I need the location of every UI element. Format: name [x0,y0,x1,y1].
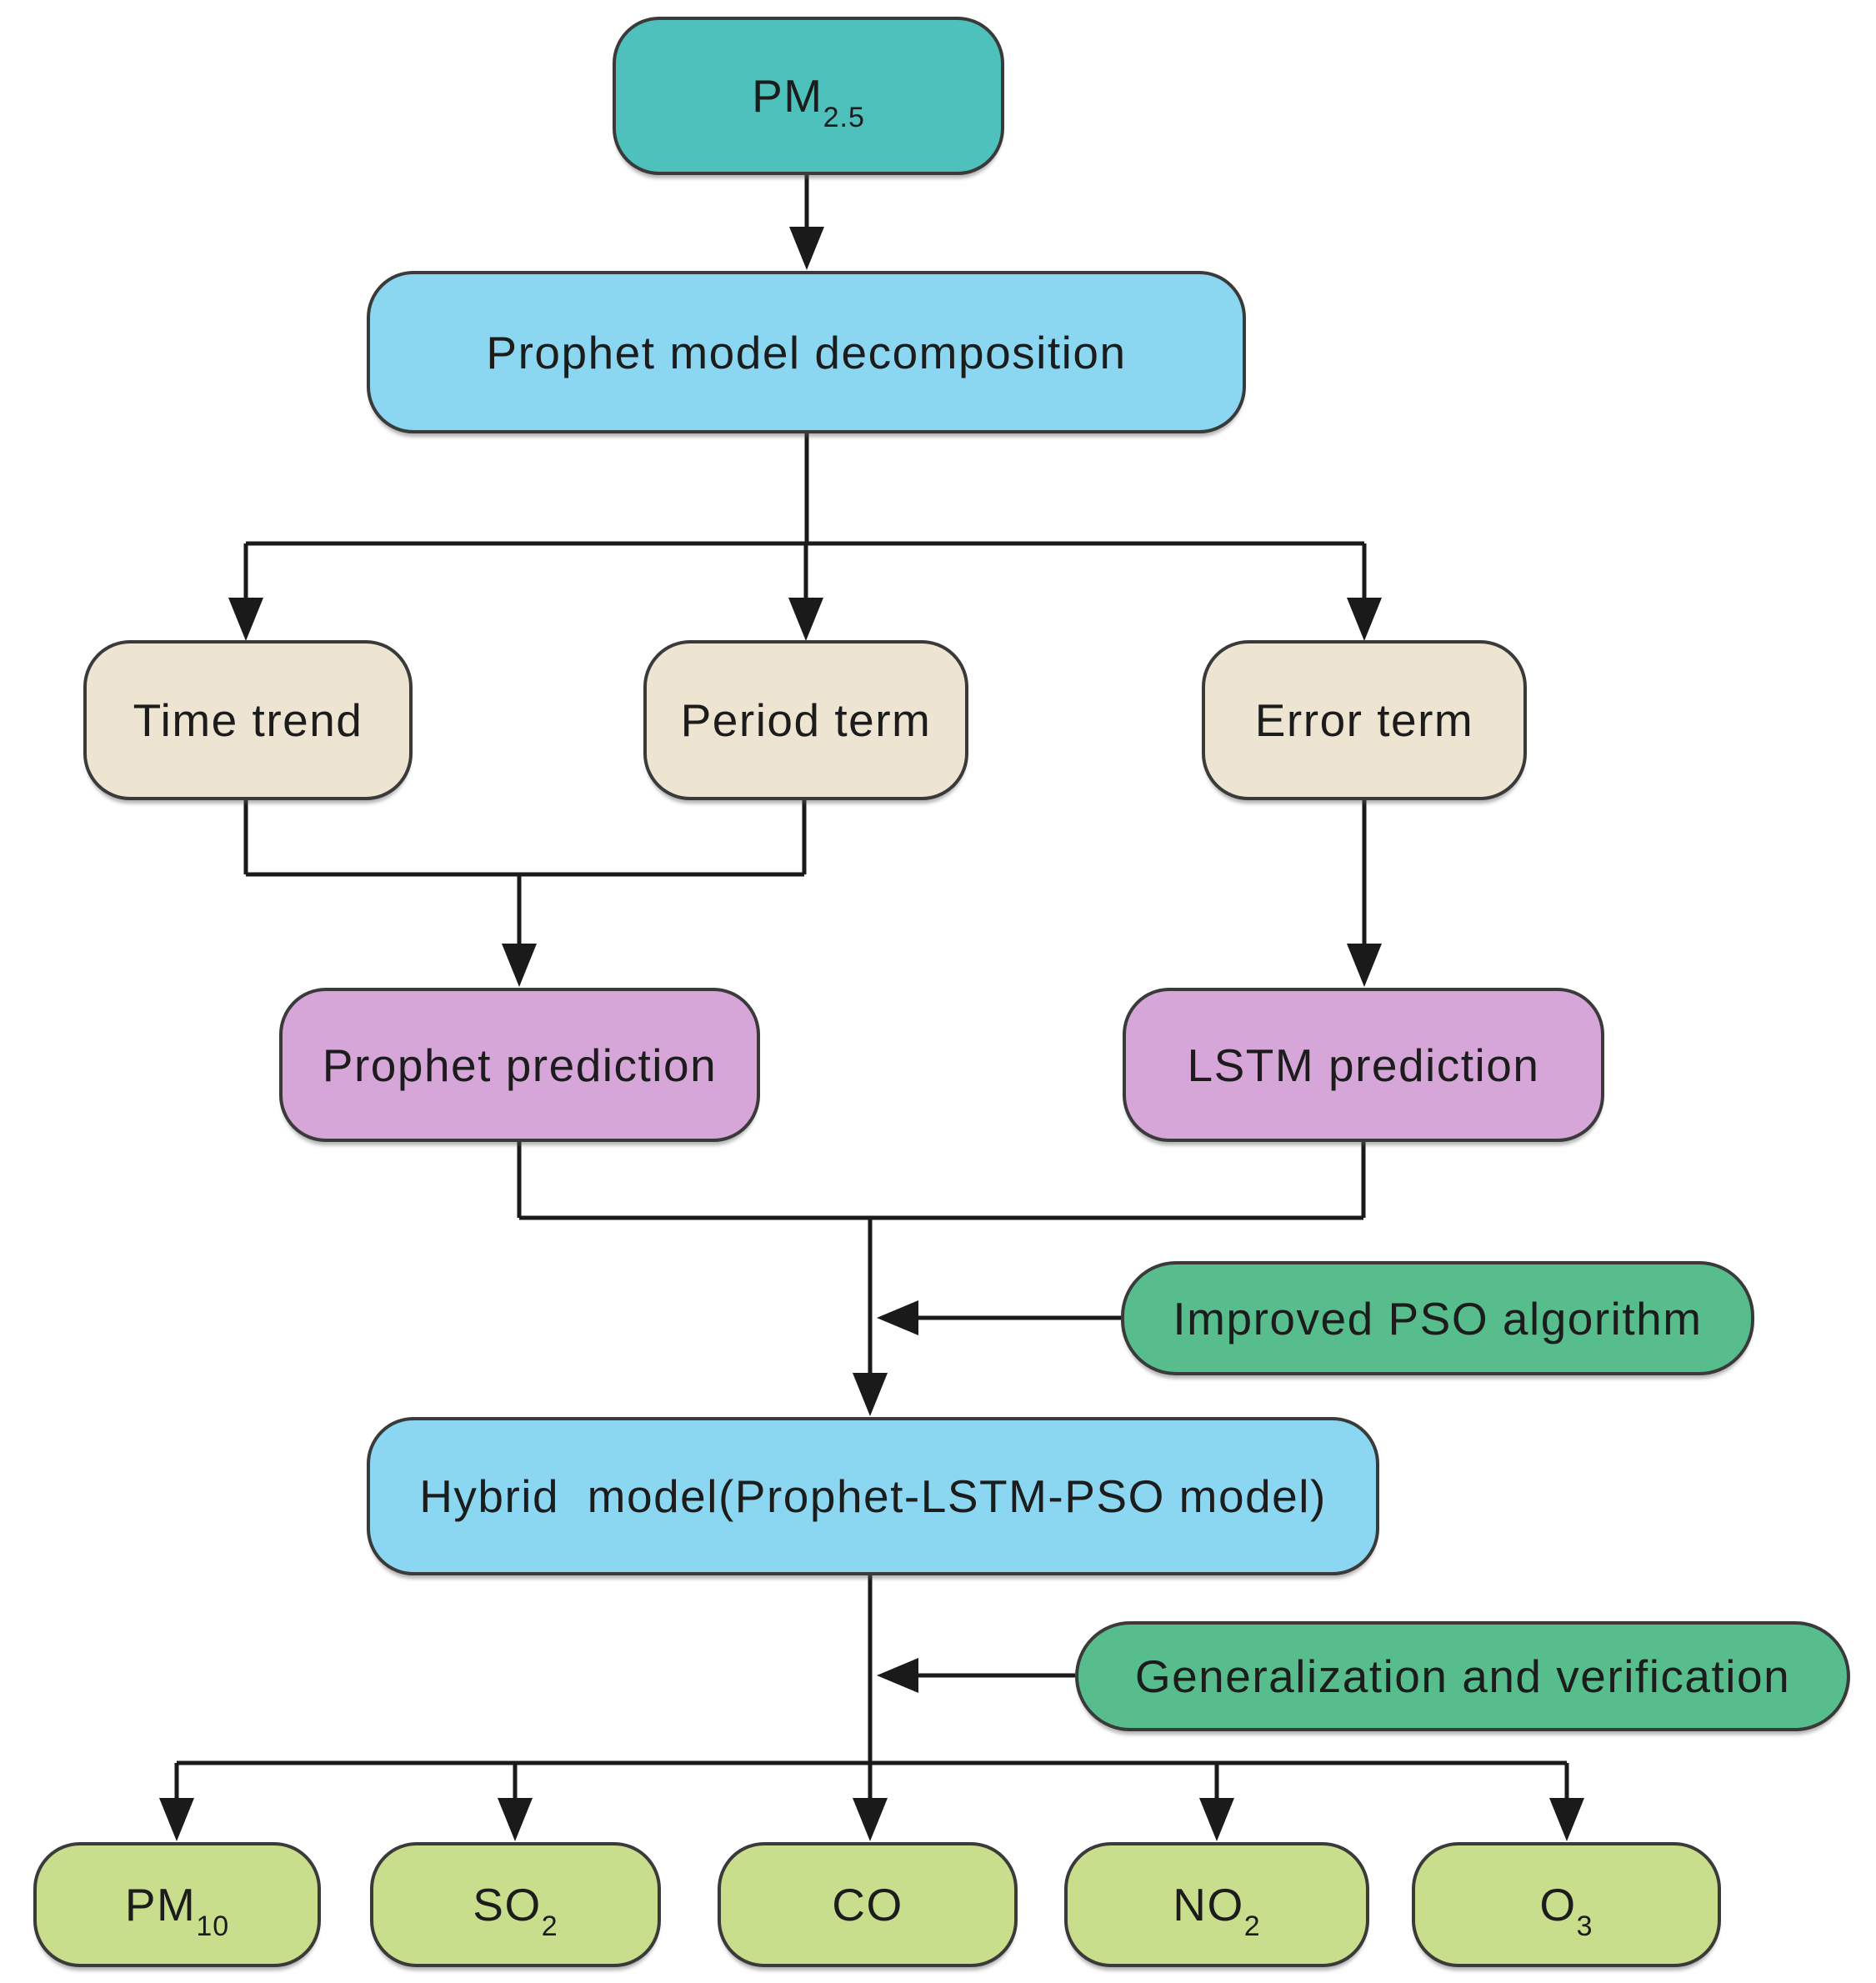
arrowhead-down-prophet-prediction [502,944,537,987]
arrowhead-left-generalization [877,1658,918,1693]
arrowhead-down-lstm-prediction [1347,944,1382,987]
arrowhead-down-so2 [498,1798,533,1841]
arrowhead-down-co [853,1798,888,1841]
node-pm10-label: PM10 [124,1879,230,1942]
node-so2-label-sub: 2 [541,1910,558,1942]
node-co-label: CO [832,1879,903,1930]
arrowhead-down-no2 [1199,1798,1234,1841]
arrowhead-down-error-term [1347,598,1382,641]
node-improved-pso-algorithm: Improved PSO algorithm [1121,1261,1754,1375]
node-generalization-and-verification-label: Generalization and verification [1134,1650,1791,1702]
arrowhead-down-hybrid-model [853,1373,888,1416]
arrowhead-left-improved-pso [877,1300,918,1335]
node-o3: O3 [1412,1842,1721,1967]
node-no2-label-sub: 2 [1243,1910,1261,1942]
arrowhead-down-pm10 [159,1798,194,1841]
node-prophet-prediction-label: Prophet prediction [322,1039,718,1091]
node-time-trend: Time trend [83,640,413,800]
node-generalization-and-verification: Generalization and verification [1075,1621,1850,1731]
node-no2-label: NO2 [1173,1879,1261,1942]
node-time-trend-label: Time trend [133,694,363,746]
node-prophet-model-decomposition: Prophet model decomposition [367,271,1246,433]
node-so2-label: SO2 [473,1879,558,1942]
node-o3-label-sub: 3 [1576,1910,1593,1942]
arrowhead-down-time-trend [228,598,263,641]
node-co: CO [718,1842,1018,1967]
node-prophet-prediction: Prophet prediction [279,988,760,1142]
node-period-term-label: Period term [680,694,932,746]
node-hybrid-model-label: Hybrid model(Prophet-LSTM-PSO model) [419,1470,1327,1522]
node-lstm-prediction: LSTM prediction [1123,988,1604,1142]
arrowhead-down-decomposition [789,227,824,270]
node-hybrid-model: Hybrid model(Prophet-LSTM-PSO model) [367,1417,1379,1575]
node-pm10: PM10 [33,1842,321,1967]
node-pm25-label-sub: 2.5 [823,102,865,133]
node-o3-label: O3 [1539,1879,1593,1942]
node-pm25: PM2.5 [613,17,1004,175]
node-period-term: Period term [643,640,968,800]
arrowhead-down-o3 [1549,1798,1584,1841]
arrowhead-down-period-term [788,598,823,641]
node-no2: NO2 [1064,1842,1369,1967]
node-improved-pso-algorithm-label: Improved PSO algorithm [1173,1292,1703,1345]
node-prophet-model-decomposition-label: Prophet model decomposition [486,326,1127,378]
node-error-term: Error term [1202,640,1527,800]
node-so2: SO2 [370,1842,661,1967]
node-pm10-label-sub: 10 [196,1910,230,1942]
node-pm25-label: PM2.5 [752,70,865,133]
node-error-term-label: Error term [1254,694,1474,746]
node-lstm-prediction-label: LSTM prediction [1187,1039,1540,1091]
